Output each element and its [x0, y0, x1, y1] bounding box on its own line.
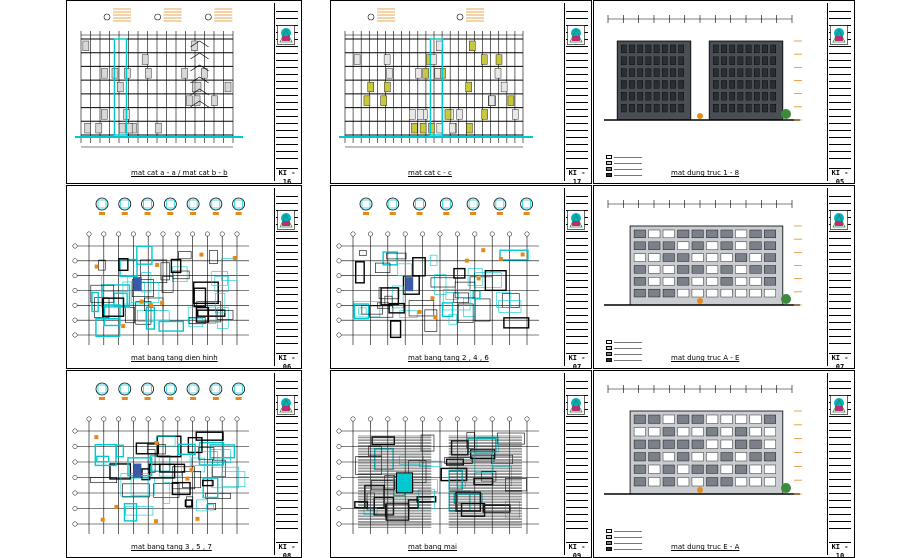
title-block: KI - 08 [274, 373, 299, 557]
drawing-sheet-g[interactable]: mat bang tang 3 , 5 , 7 KI - 08 [66, 370, 302, 558]
sheet-code: KI - 07 [829, 353, 851, 368]
title-block: KI - 06 [274, 188, 299, 368]
material-legend [606, 155, 646, 179]
title-block: KI - 10 [827, 373, 852, 557]
sheet-drawing [604, 385, 802, 495]
material-legend [606, 529, 646, 553]
sheet-caption: mat bang tang 2 , 4 , 6 [408, 354, 489, 362]
sheet-code: KI - 08 [276, 542, 298, 557]
title-block: KI - 07 [827, 188, 852, 368]
sheet-drawing [336, 416, 539, 534]
sheet-drawing [339, 8, 533, 148]
sheet-drawing [604, 15, 802, 121]
drawing-sheet-f[interactable]: mat dung truc A - E KI - 07 [593, 185, 855, 369]
company-logo-icon [277, 210, 295, 230]
drawing-sheet-c[interactable]: mat dung truc 1 - 8 KI - 05 [593, 0, 855, 184]
sheet-drawing [336, 197, 539, 345]
sheet-caption: mat cat a - a / mat cat b - b [131, 169, 228, 177]
sheet-code: KI - 10 [829, 542, 851, 557]
company-logo-icon [830, 25, 848, 45]
title-block: KI - 07 [564, 188, 589, 368]
sheet-caption: mat bang mai [408, 543, 457, 551]
title-block: KI - 09 [564, 373, 589, 557]
title-block: KI - 05 [827, 3, 852, 183]
drawing-sheet-a[interactable]: mat cat a - a / mat cat b - b KI - 16 [66, 0, 302, 184]
company-logo-icon [277, 395, 295, 415]
company-logo-icon [277, 25, 295, 45]
sheet-caption: mat dung truc A - E [671, 354, 740, 362]
sheet-drawing [72, 197, 249, 345]
company-logo-icon [567, 395, 585, 415]
sheet-code: KI - 05 [829, 168, 851, 183]
company-logo-icon [830, 395, 848, 415]
sheet-caption: mat dung truc E - A [671, 543, 740, 551]
sheet-code: KI - 16 [276, 168, 298, 183]
drawing-sheet-d[interactable]: mat bang tang dien hinh KI - 06 [66, 185, 302, 369]
drawing-sheet-h[interactable]: mat bang mai KI - 09 [330, 370, 592, 558]
sheet-drawing [72, 382, 249, 534]
drawing-sheet-e[interactable]: mat bang tang 2 , 4 , 6 KI - 07 [330, 185, 592, 369]
sheet-code: KI - 17 [566, 168, 588, 183]
company-logo-icon [830, 210, 848, 230]
sheet-caption: mat cat c - c [408, 169, 452, 177]
company-logo-icon [567, 25, 585, 45]
sheet-drawing [75, 8, 243, 148]
material-legend [606, 340, 646, 364]
drawing-sheet-b[interactable]: mat cat c - c KI - 17 [330, 0, 592, 184]
title-block: KI - 16 [274, 3, 299, 183]
sheet-code: KI - 09 [566, 542, 588, 557]
company-logo-icon [567, 210, 585, 230]
title-block: KI - 17 [564, 3, 589, 183]
sheet-code: KI - 06 [276, 353, 298, 368]
sheet-caption: mat dung truc 1 - 8 [671, 169, 740, 177]
drawing-sheet-i[interactable]: mat dung truc E - A KI - 10 [593, 370, 855, 558]
sheet-caption: mat bang tang 3 , 5 , 7 [131, 543, 212, 551]
sheet-drawing [604, 200, 802, 306]
sheet-caption: mat bang tang dien hinh [131, 354, 218, 362]
sheet-code: KI - 07 [566, 353, 588, 368]
